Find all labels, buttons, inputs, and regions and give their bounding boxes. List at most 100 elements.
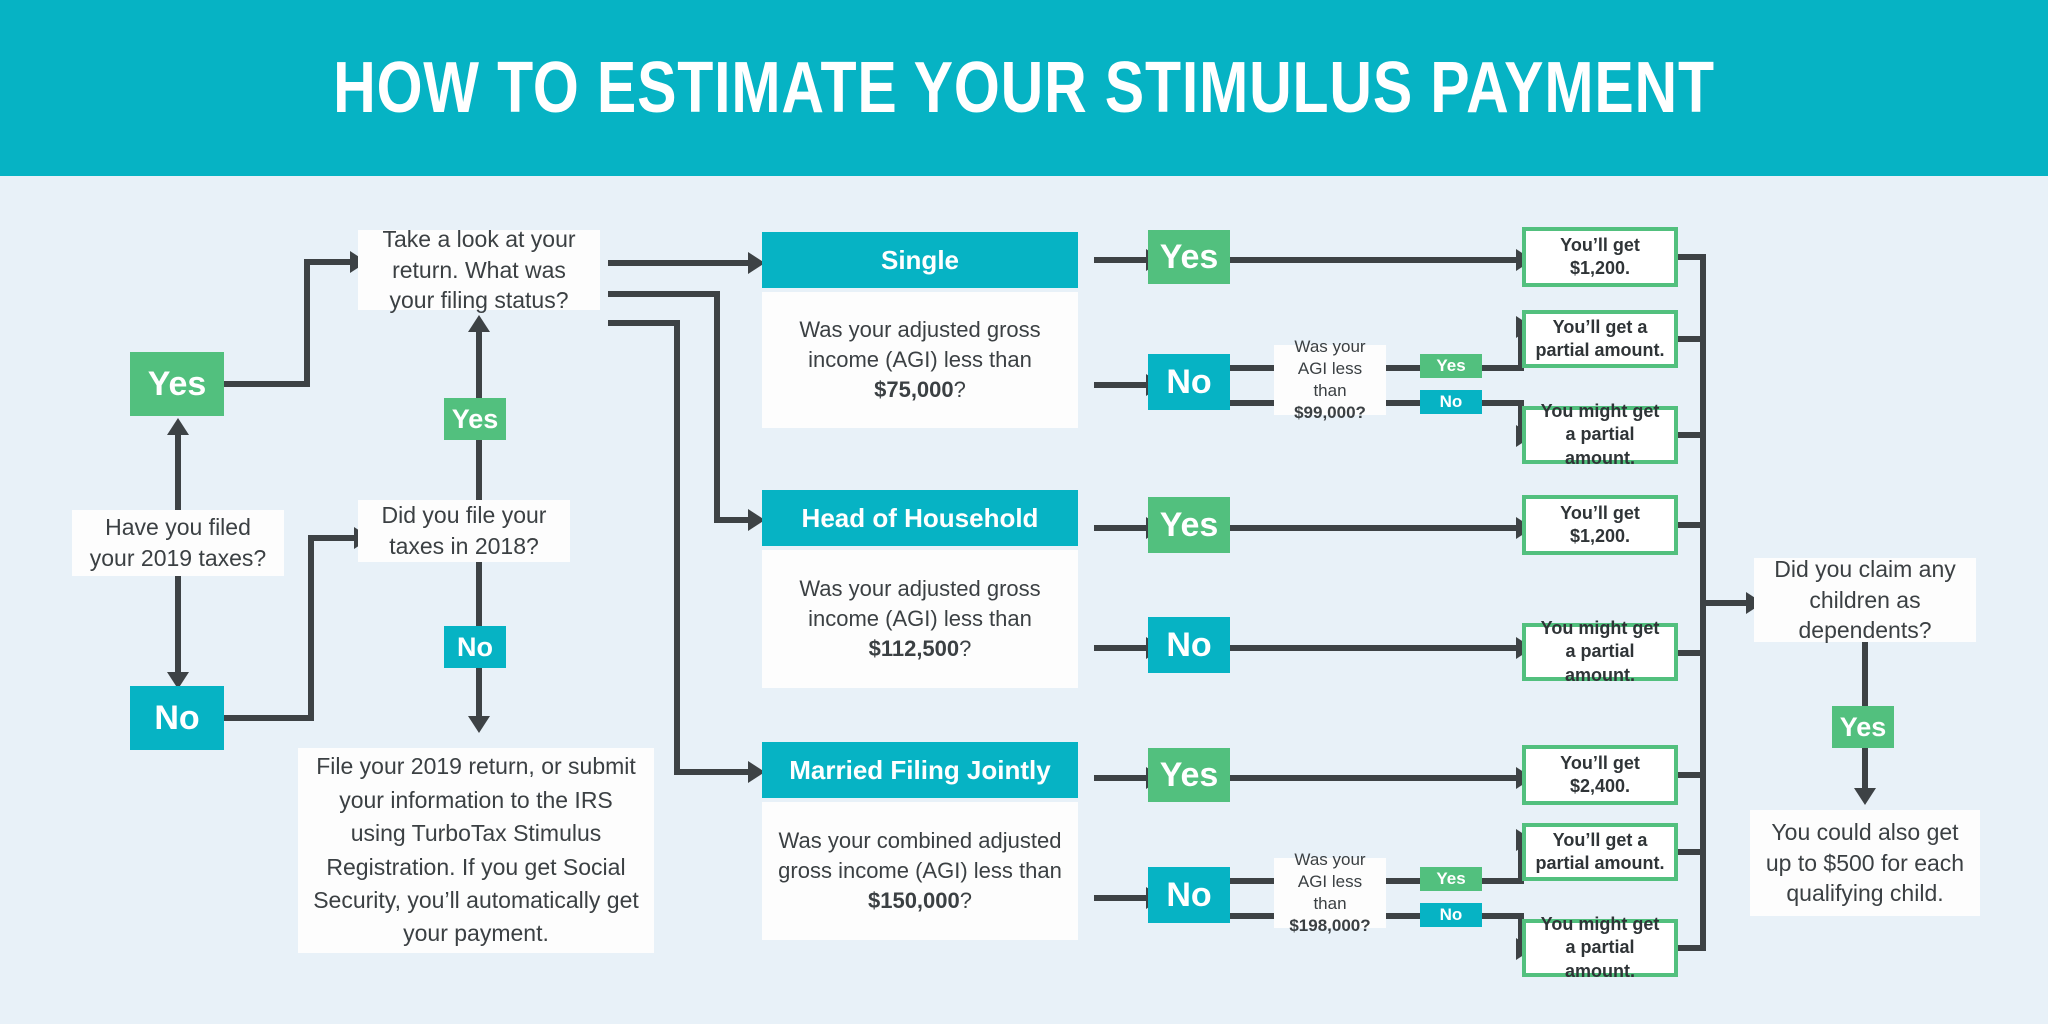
connector-line — [1386, 878, 1424, 884]
result-line-2: $1,200. — [1569, 526, 1631, 546]
connector-line — [1482, 878, 1524, 884]
result-line-2: a partial amount. — [1565, 641, 1635, 685]
connector-arrow-right — [748, 761, 765, 783]
result-hoh-full: You’ll get $1,200. — [1522, 495, 1678, 555]
connector-line — [1678, 650, 1706, 656]
result-line-1: You’ll get a — [1552, 316, 1648, 337]
connector-line — [304, 262, 310, 387]
connector-line — [1678, 772, 1706, 778]
mini-line-1: Was your — [1294, 849, 1366, 869]
question-dependents: Did you claim any children as dependents… — [1754, 556, 1976, 643]
result-line-1: You’ll get — [1560, 752, 1640, 773]
connector-line — [1678, 522, 1706, 528]
connector-line — [1482, 400, 1524, 406]
connector-line — [1518, 913, 1524, 949]
chip-yes-filed-2019: Yes — [130, 352, 224, 416]
connector-line — [1518, 330, 1524, 368]
result-line-1: You might get — [1540, 618, 1660, 639]
chip-yes-married: Yes — [1148, 748, 1230, 802]
mini-line-1: Was your — [1294, 336, 1366, 356]
status-bar-married-filing-jointly: Married Filing Jointly — [762, 742, 1078, 798]
connector-line — [1094, 895, 1148, 901]
connector-line — [1230, 645, 1520, 651]
result-married-full: You’ll get $2,400. — [1522, 745, 1678, 805]
chip-no-head-of-household: No — [1148, 617, 1230, 673]
connector-line — [308, 535, 356, 541]
connector-line — [175, 432, 181, 510]
agi-threshold-hoh: $112,500 — [868, 635, 960, 661]
chip-yes-single: Yes — [1148, 230, 1230, 284]
connector-line — [714, 517, 750, 523]
connector-line — [714, 291, 720, 520]
question-agi-married: Was your combined adjusted gross income … — [762, 802, 1078, 940]
chip-yes-head-of-household: Yes — [1148, 497, 1230, 553]
connector-line — [608, 260, 750, 266]
header-banner: HOW TO ESTIMATE YOUR STIMULUS PAYMENT — [0, 0, 2048, 176]
result-single-partial-might: You might get a partial amount. — [1522, 401, 1678, 468]
outcome-file-return-advice: File your 2019 return, or submit your in… — [298, 748, 654, 953]
question-filing-status: Take a look at your return. What was you… — [358, 226, 600, 313]
connector-line — [175, 576, 181, 676]
connector-line — [224, 381, 310, 387]
question-agi-single: Was your adjusted gross income (AGI) les… — [762, 292, 1078, 428]
agi-question-text-married: Was your combined adjusted gross income … — [778, 828, 1062, 913]
result-married-partial-will: You’ll get a partial amount. — [1522, 823, 1678, 881]
connector-line — [608, 320, 680, 326]
chip-yes-filed-2018: Yes — [444, 398, 506, 440]
connector-line — [1094, 382, 1148, 388]
connector-line — [1482, 913, 1524, 919]
connector-line — [1230, 775, 1520, 781]
agi-question-text-hoh: Was your adjusted gross income (AGI) les… — [799, 576, 1041, 661]
result-single-partial-will: You’ll get a partial amount. — [1522, 310, 1678, 368]
result-line-1: You might get — [1540, 401, 1660, 422]
result-line-1: You’ll get a — [1552, 829, 1648, 850]
connector-arrow-down — [167, 672, 189, 689]
agi-question-text-single: Was your adjusted gross income (AGI) les… — [799, 317, 1041, 402]
connector-line — [1518, 400, 1524, 436]
connector-line — [1230, 525, 1520, 531]
outcome-dependent-credit: You could also get up to $500 for each q… — [1750, 810, 1980, 916]
connector-line — [608, 291, 720, 297]
chip-no-married: No — [1148, 867, 1230, 923]
chip-no-filed-2018: No — [444, 626, 506, 668]
result-line-2: partial amount. — [1535, 853, 1665, 873]
mini-line-3: $99,000? — [1294, 403, 1366, 423]
result-line-1: You might get — [1540, 914, 1660, 935]
connector-line — [1700, 600, 1748, 606]
question-agi-secondary-married: Was your AGI less than $198,000? — [1274, 850, 1386, 935]
connector-line — [674, 769, 750, 775]
connector-line — [1678, 336, 1706, 342]
result-line-1: You’ll get — [1560, 234, 1640, 255]
question-have-you-filed-2019: Have you filed your 2019 taxes? — [72, 510, 284, 576]
connector-line — [1230, 913, 1276, 919]
connector-line — [1386, 913, 1424, 919]
connector-line — [1230, 257, 1520, 263]
result-line-1: You’ll get — [1560, 502, 1640, 523]
status-bar-single: Single — [762, 232, 1078, 288]
connector-line — [1094, 645, 1148, 651]
mini-line-2: AGI less than — [1297, 358, 1363, 400]
connector-arrow-down — [1854, 788, 1876, 805]
connector-line — [1094, 525, 1148, 531]
chip-yes-dependents: Yes — [1832, 706, 1894, 748]
status-bar-head-of-household: Head of Household — [762, 490, 1078, 546]
result-line-2: a partial amount. — [1565, 424, 1635, 468]
mini-line-3: $198,000? — [1289, 916, 1371, 936]
connector-line — [1386, 365, 1424, 371]
connector-arrow-right — [748, 509, 765, 531]
tag-yes-single-secondary: Yes — [1420, 354, 1482, 378]
result-line-2: partial amount. — [1535, 340, 1665, 360]
tag-yes-married-secondary: Yes — [1420, 867, 1482, 891]
result-line-2: $1,200. — [1569, 258, 1631, 278]
connector-line — [1094, 257, 1148, 263]
connector-line — [1386, 400, 1424, 406]
connector-line — [1518, 843, 1524, 881]
connector-line — [224, 715, 314, 721]
connector-line — [1230, 400, 1276, 406]
connector-line — [308, 538, 314, 718]
connector-line — [1678, 254, 1706, 260]
page-title: HOW TO ESTIMATE YOUR STIMULUS PAYMENT — [333, 48, 1715, 128]
connector-arrow-right — [748, 252, 765, 274]
chip-no-single: No — [1148, 354, 1230, 410]
